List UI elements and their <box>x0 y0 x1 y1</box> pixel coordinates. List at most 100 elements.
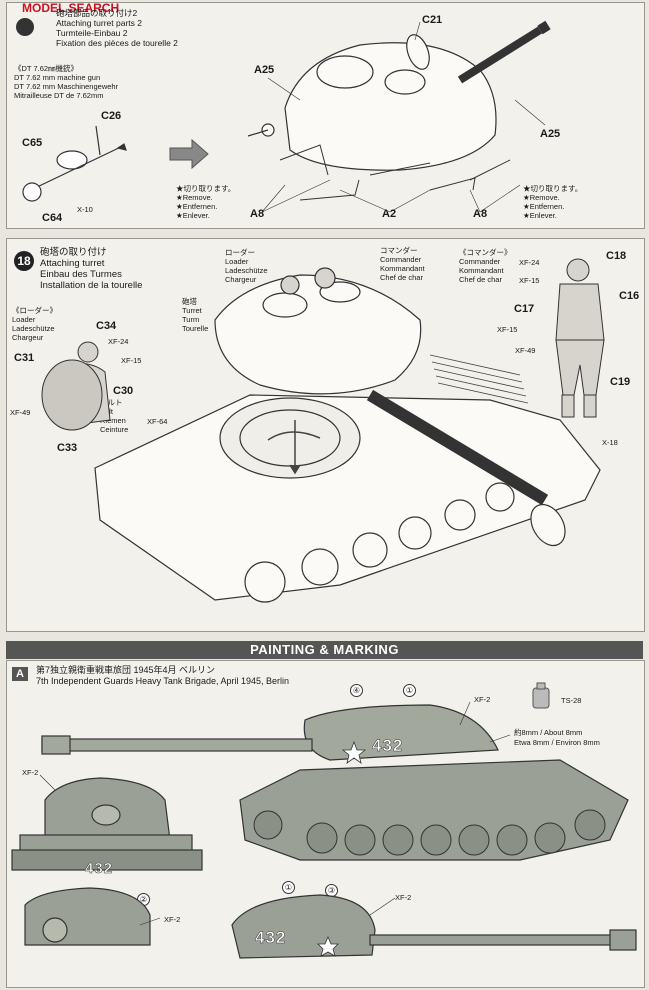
red-star-markings <box>317 740 367 957</box>
remove-note-right-jp: ★切り取ります。 <box>523 184 583 193</box>
belt-label-de: Riemen <box>100 416 126 425</box>
loader-label-jp: ローダー <box>225 248 255 257</box>
part-c18: C18 <box>606 250 627 262</box>
part-c21: C21 <box>422 14 443 26</box>
part-c30: C30 <box>113 385 134 397</box>
step-18-title-jp: 砲塔の取り付け <box>40 247 107 258</box>
step-17-title-en: Attaching turret parts 2 <box>56 18 142 28</box>
step-18-title-fr: Installation de la tourelle <box>40 280 143 291</box>
part-a8-left: A8 <box>250 208 265 220</box>
step-17-number-partial <box>16 18 34 36</box>
loader-fig-label-fr: Chargeur <box>12 333 44 342</box>
step-17-title-de: Turmteile-Einbau 2 <box>56 28 128 38</box>
road-wheels <box>244 482 515 603</box>
tank-number-rear: 432 <box>85 860 114 878</box>
part-c17: C17 <box>514 303 535 315</box>
unit-label-jp: 第7独立親衛重戦車旅団 1945年4月 ベルリン <box>36 665 216 675</box>
part-c31: C31 <box>14 352 35 364</box>
remove-note-left-jp: ★切り取ります。 <box>176 184 236 193</box>
loader-fig-label-en: Loader <box>12 315 36 324</box>
marking-1: ① <box>403 684 416 697</box>
commander-fig-label-jp: 《コマンダー》 <box>459 248 512 257</box>
rear-view-tank <box>11 777 203 871</box>
loader-fig-label-jp: 《ローダー》 <box>12 306 57 315</box>
part-c34: C34 <box>96 320 117 332</box>
paint-xf24-right: XF-24 <box>519 258 540 267</box>
scheme-badge: A <box>12 667 28 681</box>
step-18-title-en: Attaching turret <box>40 258 105 269</box>
remove-note-left-de: ★Entfernen. <box>176 202 218 211</box>
leader-lines-painting <box>39 701 511 926</box>
commander-label-jp: コマンダー <box>380 246 418 255</box>
tank-number-turret: 432 <box>255 928 287 948</box>
paint-x18: X-18 <box>602 438 618 447</box>
remove-note-left-en: ★Remove. <box>176 193 213 202</box>
part-c19: C19 <box>610 376 631 388</box>
spray-can-icon <box>532 682 550 709</box>
part-c26: C26 <box>101 110 122 122</box>
loader-fig-label-de: Ladeschütze <box>12 324 55 333</box>
part-c16: C16 <box>619 290 640 302</box>
loader-label-de: Ladeschütze <box>225 266 268 275</box>
marking-4: ④ <box>350 684 363 697</box>
loader-label-fr: Chargeur <box>225 275 257 284</box>
watermark: MODEL SEARCH <box>22 1 120 15</box>
paint-xf49-right: XF-49 <box>515 346 536 355</box>
part-c64: C64 <box>42 212 63 224</box>
part-a25-right: A25 <box>540 128 561 140</box>
part-a8-right: A8 <box>473 208 488 220</box>
turret-label-jp: 砲塔 <box>182 297 197 306</box>
assembly-arrow-icon <box>169 138 209 170</box>
paint-xf15-right-2: XF-15 <box>497 325 518 334</box>
paint-ts28: TS-28 <box>561 696 582 705</box>
remove-note-right-de: ★Entfernen. <box>523 202 565 211</box>
rotation-arrow-icon <box>267 420 321 475</box>
side-view-wheels <box>253 809 606 856</box>
remove-note-left-fr: ★Enlever. <box>176 211 210 220</box>
step-18-number: 18 <box>14 251 34 271</box>
paint-xf2-d: XF-2 <box>395 893 412 902</box>
turret-illustration <box>247 20 551 171</box>
commander-label-en: Commander <box>380 255 422 264</box>
paint-xf64: XF-64 <box>147 417 168 426</box>
paint-xf2-c: XF-2 <box>164 915 181 924</box>
commander-label-fr: Chef de char <box>380 273 423 282</box>
step-18-title-de: Einbau des Turmes <box>40 269 122 280</box>
front-turret-view <box>24 887 151 946</box>
part-c65: C65 <box>22 137 43 149</box>
commander-fig-label-en: Commander <box>459 257 501 266</box>
paint-xf15-right: XF-15 <box>519 276 540 285</box>
size-note-en: 約8mm / About 8mm <box>514 728 583 737</box>
part-a25-left: A25 <box>254 64 275 76</box>
commander-fig-label-de: Kommandant <box>459 266 504 275</box>
machine-gun-illustration <box>22 125 127 202</box>
paint-xf2-a: XF-2 <box>474 695 491 704</box>
step-17-drawing <box>22 20 551 213</box>
remove-note-right-fr: ★Enlever. <box>523 211 557 220</box>
step-17-title-jp: 砲塔部品の取り付け2 <box>56 8 138 18</box>
belt-label-fr: Ceinture <box>100 425 129 434</box>
paint-xf2-b: XF-2 <box>22 768 39 777</box>
unit-label-en: 7th Independent Guards Heavy Tank Brigad… <box>36 676 289 686</box>
tank-turret-illustration <box>214 267 566 547</box>
part-c33: C33 <box>57 442 78 454</box>
step-17-title-fr: Fixation des pièces de tourelle 2 <box>56 38 178 48</box>
tank-number-side: 432 <box>372 736 404 756</box>
marking-1b: ① <box>282 881 295 894</box>
commander-fig-label-fr: Chef de char <box>459 275 502 284</box>
loader-figure <box>41 341 111 431</box>
size-note-de: Etwa 8mm / Environ 8mm <box>514 738 600 747</box>
turret-label-fr: Tourelle <box>182 324 209 333</box>
part-a2: A2 <box>382 208 397 220</box>
engine-grille <box>429 354 529 404</box>
commander-figure <box>555 258 605 418</box>
mg-label-de: DT 7.62 mm Maschinengewehr <box>14 82 119 91</box>
loader-label-en: Loader <box>225 257 249 266</box>
belt-label-jp: ベルト <box>100 398 123 407</box>
mg-label-en: DT 7.62 mm machine gun <box>14 73 101 82</box>
mg-label-fr: Mitrailleuse DT de 7.62mm <box>14 91 104 100</box>
commander-label-de: Kommandant <box>380 264 425 273</box>
remove-note-right-en: ★Remove. <box>523 193 560 202</box>
leader-lines <box>261 21 546 213</box>
